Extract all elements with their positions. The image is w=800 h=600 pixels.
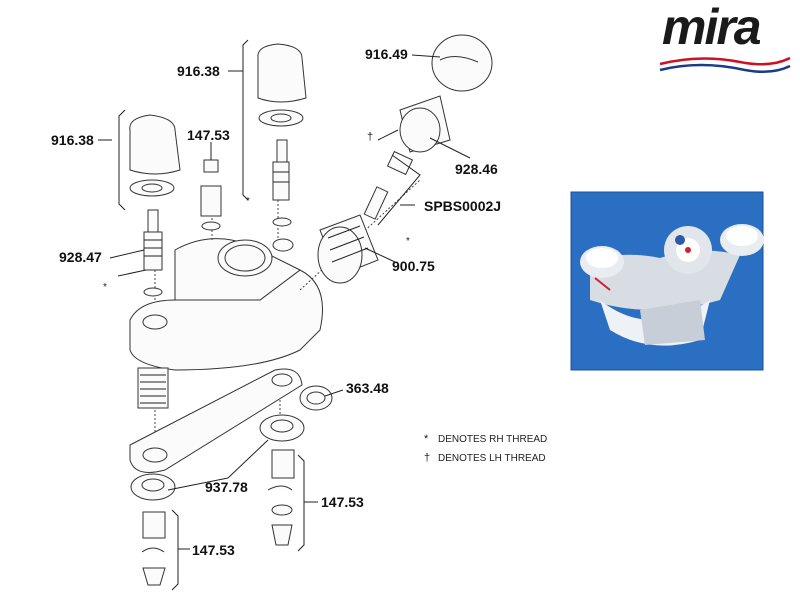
star-marker-right: * (406, 236, 410, 247)
label-916-38-left: 916.38 (51, 132, 94, 148)
brand-name: mira (662, 0, 762, 55)
mounting-plate (129, 368, 333, 473)
leader-lines (98, 39, 471, 591)
label-916-38-top: 916.38 (177, 63, 220, 79)
legend-lh-symbol: † (424, 452, 431, 464)
brand-logo: mira (662, 0, 792, 56)
star-marker-mid: * (246, 196, 250, 207)
left-handle-stack (129, 114, 181, 297)
label-928-46: 928.46 (455, 161, 498, 177)
dagger-marker: † (367, 131, 374, 143)
label-363-48: 363.48 (346, 380, 389, 396)
label-900-75: 900.75 (392, 258, 435, 274)
label-147-53-right: 147.53 (321, 494, 364, 510)
product-photo (570, 191, 764, 371)
legend-lh-text: DENOTES LH THREAD (438, 453, 546, 464)
label-147-53-top: 147.53 (187, 127, 230, 143)
tap-body (129, 238, 323, 409)
label-spbs0002j: SPBS0002J (424, 198, 502, 214)
legend-rh: * DENOTES RH THREAD (424, 433, 547, 446)
middle-handle-stack (257, 43, 307, 227)
legend-rh-symbol: * (424, 433, 429, 445)
small-cartridge-top (200, 159, 222, 231)
lower-parts (130, 414, 305, 586)
legend-lh: † DENOTES LH THREAD (424, 452, 546, 465)
diverter-stack (317, 34, 493, 284)
label-928-47: 928.47 (59, 249, 102, 265)
legend-rh-text: DENOTES RH THREAD (438, 434, 548, 445)
label-916-49: 916.49 (365, 46, 408, 62)
label-147-53-bottom: 147.53 (192, 542, 235, 558)
brand-swoosh (659, 56, 791, 74)
label-937-78: 937.78 (205, 479, 248, 495)
star-marker-left: * (103, 282, 107, 293)
